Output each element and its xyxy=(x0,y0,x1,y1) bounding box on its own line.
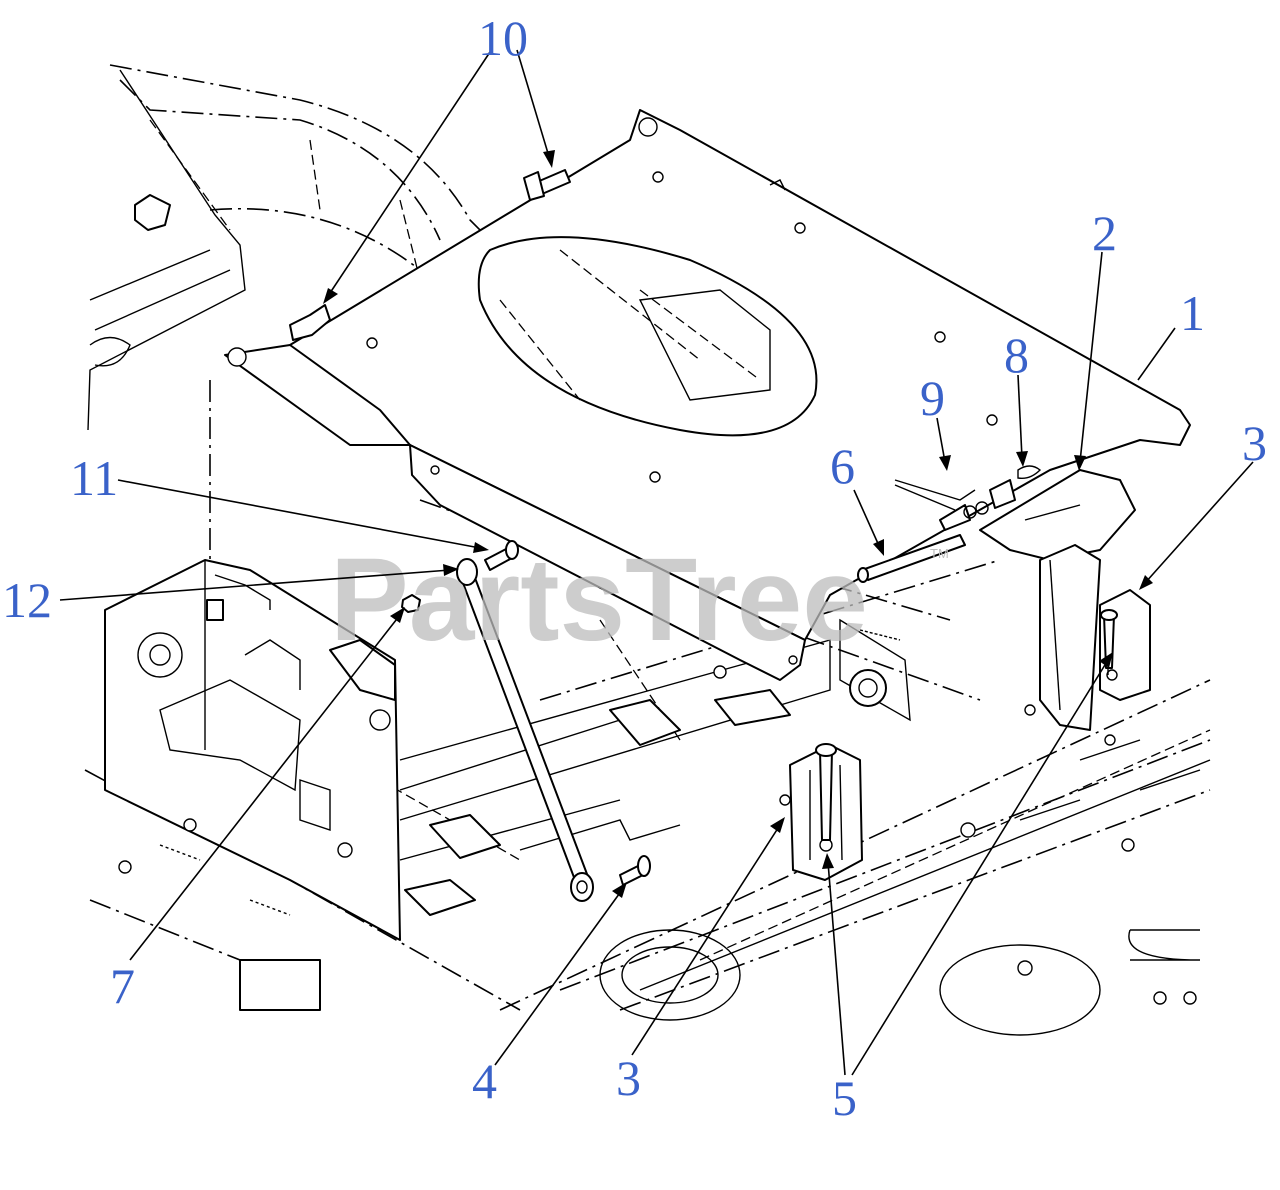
nut-7 xyxy=(401,594,421,613)
bolt-5-center xyxy=(815,743,837,841)
callout-3-right: 3 xyxy=(1242,415,1267,471)
callout-2: 2 xyxy=(1092,205,1117,261)
callout-6: 6 xyxy=(830,438,855,494)
latch-bracket xyxy=(979,469,1136,731)
link-rod xyxy=(456,558,594,902)
callout-1: 1 xyxy=(1180,285,1205,341)
watermark: PartsTree TM xyxy=(330,534,949,666)
callout-4: 4 xyxy=(472,1053,497,1109)
watermark-text: PartsTree xyxy=(330,534,868,666)
callouts: 10 2 1 8 9 6 3 11 12 7 4 3 5 xyxy=(2,10,1267,1126)
callout-3-lower: 3 xyxy=(616,1050,641,1106)
callout-9: 9 xyxy=(920,370,945,426)
leader-lines xyxy=(59,49,1254,1076)
pin-4 xyxy=(619,855,651,886)
callout-10: 10 xyxy=(478,10,528,66)
callout-12: 12 xyxy=(2,572,52,628)
left-frame-plate xyxy=(104,559,621,1011)
watermark-trademark: TM xyxy=(930,546,949,561)
callout-5: 5 xyxy=(832,1070,857,1126)
seat-pin-assembly xyxy=(857,465,1042,583)
callout-7: 7 xyxy=(110,958,135,1014)
bolt-11 xyxy=(484,540,519,571)
callout-11: 11 xyxy=(70,450,118,506)
callout-8: 8 xyxy=(1004,327,1029,383)
bolt-10-top xyxy=(523,169,571,201)
bolt-10-left xyxy=(289,304,331,341)
